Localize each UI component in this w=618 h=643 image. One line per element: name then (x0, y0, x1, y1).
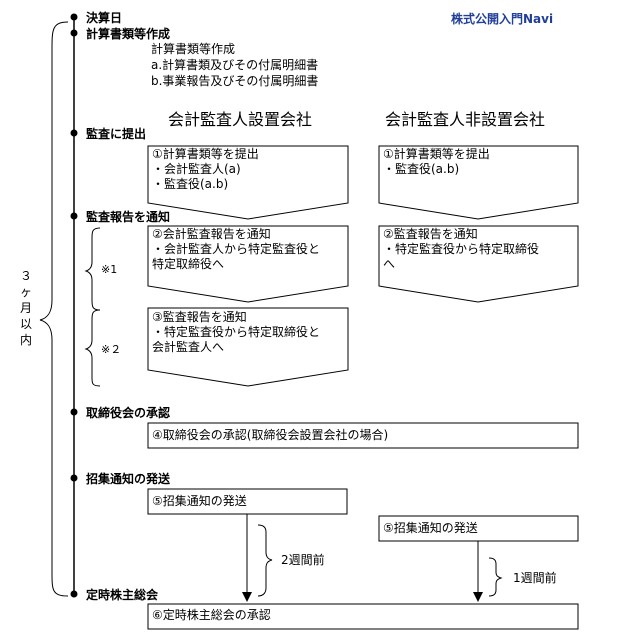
step-document-preparation: 計算書類等作成 (86, 27, 171, 41)
box-shareholders-text: ⑥定時株主総会の承認 (152, 608, 271, 622)
column-header-without-auditor: 会計監査人非設置会社 (385, 110, 546, 129)
side-label-three-months: ３ ヶ 月 以 内 (18, 268, 34, 348)
brace-two-weeks (257, 524, 273, 597)
side-char: 以 (19, 317, 32, 331)
timeline-dot-submit (70, 129, 78, 137)
timeline-dot-notice (70, 474, 78, 482)
box-left-1-text: ①計算書類等を提出 ・会計監査人(a) ・監査役(a.b) (152, 147, 259, 191)
box-board-approval (147, 422, 579, 449)
step-board-approval: 取締役会の承認 (86, 406, 171, 420)
side-char: 月 (19, 301, 32, 315)
box-right-1-text: ①計算書類等を提出 ・監査役(a.b) (383, 147, 490, 176)
step-convocation-notice: 招集通知の発送 (86, 472, 171, 486)
timeline-dot-shareholders (70, 590, 78, 598)
column-header-with-auditor: 会計監査人設置会社 (168, 110, 313, 129)
timeline-dot-board-approval (70, 408, 78, 416)
brace-one-week (488, 557, 503, 597)
sub-line-2: a.計算書類及びその付属明細書 (151, 58, 319, 72)
mark-2: ※２ (101, 343, 122, 356)
side-char: ヶ (19, 285, 32, 299)
side-char: 内 (19, 333, 32, 347)
box-left-2-text: ②会計監査報告を通知 ・会計監査人から特定監査役と 特定取締役へ (152, 227, 321, 271)
step-audit-report-notice: 監査報告を通知 (86, 210, 171, 224)
box-left-1 (147, 145, 349, 220)
timeline-dot-audit-report (70, 212, 78, 220)
step-annual-meeting: 定時株主総会 (86, 588, 159, 602)
box-shareholders (147, 603, 579, 630)
box-left-2 (147, 225, 349, 303)
period-two-weeks: 2週間前 (281, 553, 325, 567)
three-months-brace (39, 21, 69, 597)
box-left-3 (147, 307, 349, 387)
timeline-dot-settlement (70, 13, 78, 21)
sub-line-1: 計算書類等作成 (151, 42, 236, 56)
timeline-dot-preparation (70, 29, 78, 37)
arrow-right-head (473, 592, 483, 602)
box-left-notice-text: ⑤招集通知の発送 (152, 494, 247, 508)
mark-1: ※1 (101, 263, 118, 276)
brace-mark-2 (84, 309, 101, 387)
period-one-week: 1週間前 (513, 571, 557, 585)
box-right-notice-text: ⑤招集通知の発送 (383, 521, 478, 535)
step-settlement-day: 決算日 (86, 11, 123, 25)
box-right-1 (378, 145, 579, 220)
box-right-notice (378, 515, 579, 542)
side-char: ３ (19, 269, 32, 283)
box-left-3-text: ③監査報告を通知 ・特定監査役から特定取締役と 会計監査人へ (152, 310, 321, 354)
step-submit-to-audit: 監査に提出 (86, 127, 147, 141)
brand-title: 株式公開入門Navi (451, 12, 554, 26)
box-right-2-text: ②監査報告を通知 ・特定監査役から特定取締役 へ (383, 227, 540, 271)
sub-line-3: b.事業報告及びその付属明細書 (151, 74, 319, 88)
box-board-approval-text: ④取締役会の承認(取締役会設置会社の場合) (152, 428, 389, 442)
brace-mark-1 (84, 227, 101, 311)
box-left-notice (147, 488, 348, 515)
arrow-left-head (242, 592, 252, 602)
box-right-2 (378, 225, 579, 303)
